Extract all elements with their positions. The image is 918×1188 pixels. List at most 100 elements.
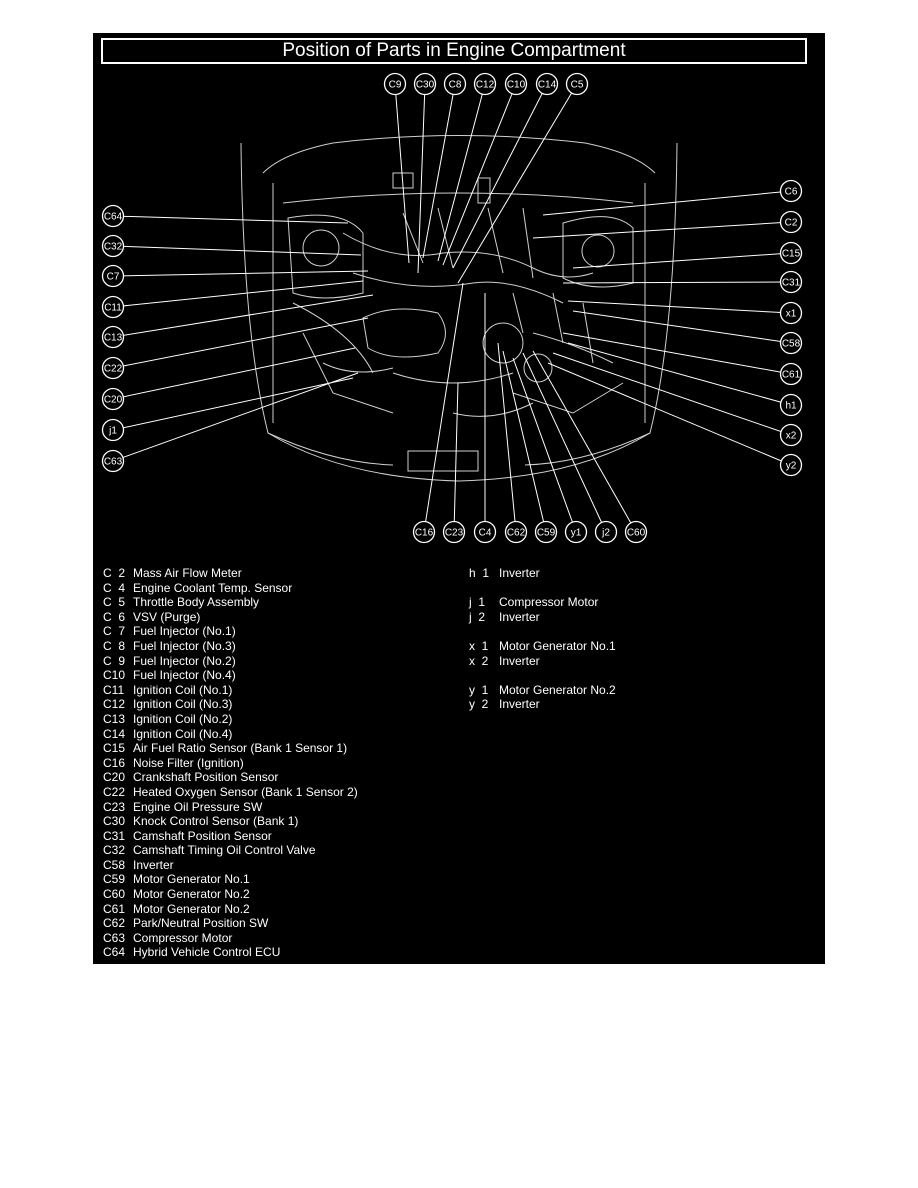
callout-c31: C31 xyxy=(779,270,803,294)
callout-circle xyxy=(779,301,803,325)
legend-code: x 2 xyxy=(469,653,489,668)
legend-part-name: Throttle Body Assembly xyxy=(133,595,260,610)
callout-circle xyxy=(101,264,125,288)
callout-h1: h1 xyxy=(779,393,803,417)
legend-part-name: Camshaft Position Sensor xyxy=(133,828,272,843)
callout-label: C22 xyxy=(104,364,123,375)
leader-line xyxy=(547,362,792,466)
leader-line xyxy=(532,221,792,239)
legend-code: C10 xyxy=(103,668,126,683)
legend-code: C32 xyxy=(103,843,126,858)
callout-label: C12 xyxy=(476,80,495,91)
legend-row xyxy=(469,668,616,683)
callout-label: C2 xyxy=(785,218,798,229)
legend-code: C 4 xyxy=(103,580,126,595)
callout-circle xyxy=(779,210,803,234)
callout-c64: C64 xyxy=(101,204,125,228)
legend-code: y 2 xyxy=(469,697,489,712)
callout-c61: C61 xyxy=(779,362,803,386)
leader-line xyxy=(112,270,369,277)
legend-row xyxy=(469,581,616,596)
callout-c22: C22 xyxy=(101,356,125,380)
leader-line xyxy=(502,350,547,533)
callout-c63: C63 xyxy=(101,449,125,473)
callout-circle xyxy=(442,520,466,544)
legend-code: C30 xyxy=(103,814,126,829)
legend-part-name: Fuel Injector (No.2) xyxy=(133,653,236,668)
legend-part-name: Motor Generator No.1 xyxy=(499,638,616,653)
callout-label: C62 xyxy=(507,528,526,539)
legend-code: C 6 xyxy=(103,609,126,624)
callout-label: C31 xyxy=(782,278,801,289)
callout-circle xyxy=(779,270,803,294)
legend-row: x 2 Inverter xyxy=(469,654,616,669)
callout-circle xyxy=(101,204,125,228)
legend-part-name: Ignition Coil (No.2) xyxy=(133,711,233,726)
callout-x2: x2 xyxy=(779,423,803,447)
legend-part-name: Inverter xyxy=(499,653,540,668)
callout-circle xyxy=(779,331,803,355)
callout-circle xyxy=(565,72,589,96)
callout-circle xyxy=(101,418,125,442)
legend-code: C22 xyxy=(103,784,126,799)
legend-code: C14 xyxy=(103,726,126,741)
legend-row: C 9 Fuel Injector (No.2) xyxy=(103,654,358,669)
legend-code: C 7 xyxy=(103,624,126,639)
legend-part-name: Motor Generator No.2 xyxy=(133,887,250,902)
leader-line xyxy=(522,352,607,533)
leader-line xyxy=(562,332,792,375)
legend-part-name: VSV (Purge) xyxy=(133,609,201,624)
callout-label: x1 xyxy=(786,309,797,320)
callout-label: C23 xyxy=(445,528,464,539)
legend-code: C64 xyxy=(103,945,126,960)
callout-x1: x1 xyxy=(779,301,803,325)
callout-c58: C58 xyxy=(779,331,803,355)
leader-line xyxy=(112,347,356,400)
callout-label: C6 xyxy=(785,187,798,198)
legend-row: C60 Motor Generator No.2 xyxy=(103,887,358,902)
legend-part-name: Park/Neutral Position SW xyxy=(133,916,269,931)
legend-code: C60 xyxy=(103,887,126,902)
callout-label: x2 xyxy=(786,431,797,442)
callout-circle xyxy=(412,520,436,544)
callout-circle xyxy=(564,520,588,544)
callout-circle xyxy=(443,72,467,96)
callout-c11: C11 xyxy=(101,295,125,319)
legend-part-name: Engine Oil Pressure SW xyxy=(133,799,263,814)
callout-circle xyxy=(101,234,125,258)
legend-row: C 6 VSV (Purge) xyxy=(103,610,358,625)
callout-c10: C10 xyxy=(504,72,528,96)
callout-j1: j1 xyxy=(101,418,125,442)
callout-label: C20 xyxy=(104,395,123,406)
callout-label: j1 xyxy=(108,426,117,437)
legend-code: C12 xyxy=(103,697,126,712)
callout-y2: y2 xyxy=(779,453,803,477)
callout-circle xyxy=(779,362,803,386)
callout-circle xyxy=(101,356,125,380)
leader-line xyxy=(417,83,426,274)
leader-line xyxy=(562,281,792,284)
callout-c23: C23 xyxy=(442,520,466,544)
legend-code: C 9 xyxy=(103,653,126,668)
legend-part-name: Compressor Motor xyxy=(499,595,599,610)
leader-line xyxy=(394,83,410,264)
callout-label: h1 xyxy=(785,401,797,412)
callout-circle xyxy=(504,520,528,544)
legend-code: j 2 xyxy=(469,609,486,624)
callout-label: C10 xyxy=(507,80,526,91)
legend-code: C20 xyxy=(103,770,126,785)
